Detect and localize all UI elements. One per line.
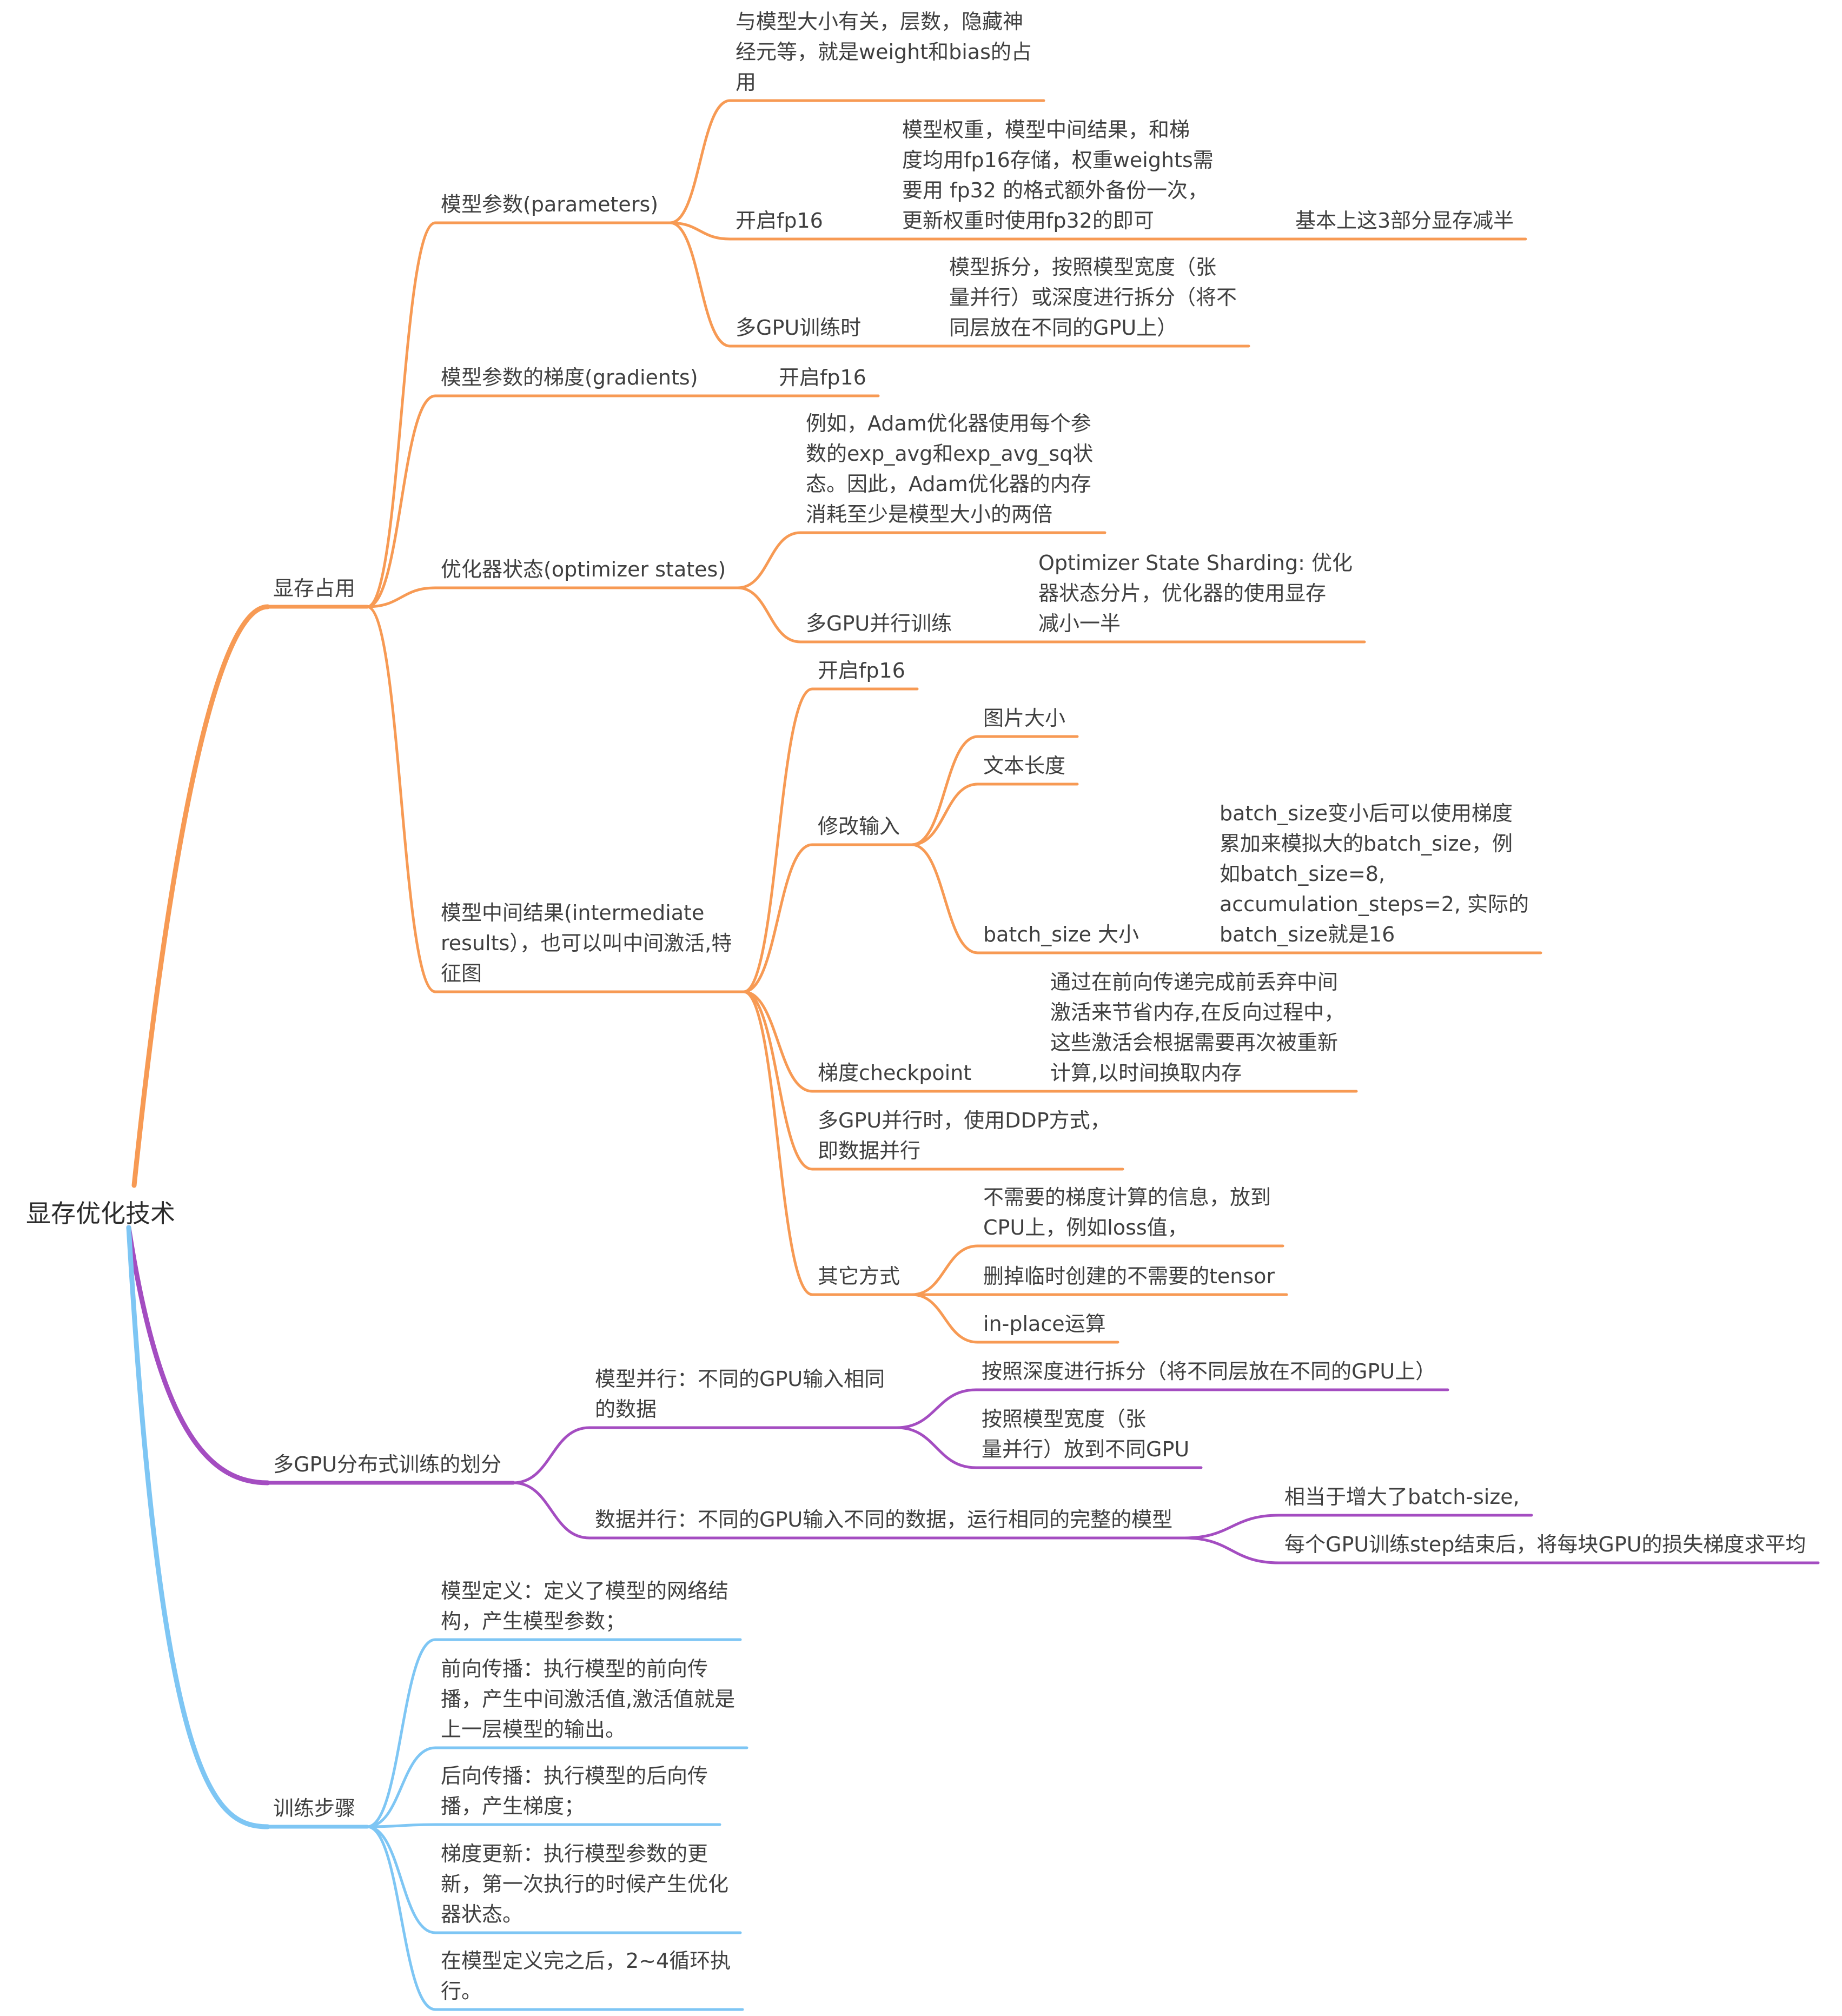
topic-parameters-fp16[interactable]: 开启fp16 <box>736 209 823 233</box>
leaf-image-size[interactable]: 图片大小 <box>983 706 1066 730</box>
root-topic[interactable]: 显存优化技术 <box>26 1199 175 1228</box>
leaf-inplace[interactable]: in-place运算 <box>983 1312 1106 1336</box>
topic-model-parallel[interactable]: 模型并行：不同的GPU输入相同 的数据 <box>595 1367 885 1421</box>
branch-connector <box>910 735 979 846</box>
step-gradient-update[interactable]: 梯度更新：执行模型参数的更 新，第一次执行的时候产生优化 器状态。 <box>441 1842 729 1926</box>
note-batch-size[interactable]: batch_size变小后可以使用梯度 累加来模拟大的batch_size，例 … <box>1220 801 1529 946</box>
note-parameters-fp16[interactable]: 模型权重，模型中间结果，和梯 度均用fp16存储，权重weights需 要用 f… <box>902 118 1214 233</box>
root-connector <box>126 1225 270 1486</box>
branch-connector <box>910 843 979 954</box>
branch-connector <box>736 531 802 589</box>
branch-connector <box>366 1823 437 1828</box>
leaf-delete-tensor[interactable]: 删掉临时创建的不需要的tensor <box>983 1264 1275 1288</box>
leaf-text-length[interactable]: 文本长度 <box>983 754 1066 778</box>
topic-batch-size[interactable]: batch_size 大小 <box>983 923 1139 946</box>
branch-connector <box>366 1825 437 1934</box>
branch-connector <box>366 605 437 993</box>
topic-gradient-checkpoint[interactable]: 梯度checkpoint <box>818 1061 972 1085</box>
topic-model-parameters[interactable]: 模型参数(parameters) <box>441 193 659 216</box>
branch-memory-usage[interactable]: 显存占用 <box>273 576 356 600</box>
branch-connector <box>742 990 814 1093</box>
root-connector <box>131 604 270 1188</box>
branch-distributed-training[interactable]: 多GPU分布式训练的划分 <box>273 1453 502 1476</box>
topic-intermediate-results[interactable]: 模型中间结果(intermediate results），也可以叫中间激活,特 … <box>441 901 732 985</box>
branch-connector <box>910 1293 979 1344</box>
topic-intermediate-fp16[interactable]: 开启fp16 <box>818 659 905 682</box>
branch-connector <box>742 990 814 1171</box>
branch-connector <box>668 221 732 348</box>
root-connector <box>126 1225 270 1829</box>
step-forward-pass[interactable]: 前向传播：执行模型的前向传 播，产生中间激活值,激活值就是 上一层模型的输出。 <box>441 1657 736 1741</box>
leaf-gradient-average[interactable]: 每个GPU训练step结束后，将每块GPU的损失梯度求平均 <box>1284 1533 1806 1556</box>
step-model-definition[interactable]: 模型定义：定义了模型的网络结 构，产生模型参数； <box>441 1579 729 1633</box>
step-loop[interactable]: 在模型定义完之后，2~4循环执 行。 <box>441 1949 731 2003</box>
branch-connector <box>910 782 979 846</box>
branch-connector <box>742 687 814 993</box>
leaf-larger-batch[interactable]: 相当于增大了batch-size, <box>1284 1485 1520 1509</box>
branch-connector <box>366 586 437 608</box>
topic-data-parallel[interactable]: 数据并行：不同的GPU输入不同的数据，运行相同的完整的模型 <box>595 1508 1173 1531</box>
branch-training-steps[interactable]: 训练步骤 <box>273 1796 356 1820</box>
branch-connector <box>366 221 437 608</box>
leaf-split-depth[interactable]: 按照深度进行拆分（将不同层放在不同的GPU上） <box>982 1360 1436 1383</box>
topic-gradients-fp16[interactable]: 开启fp16 <box>779 366 866 389</box>
branch-connector <box>512 1481 591 1540</box>
branch-connector <box>1183 1536 1281 1564</box>
topic-parameters-multigpu[interactable]: 多GPU训练时 <box>736 316 862 340</box>
note-parameters-size[interactable]: 与模型大小有关，层数，隐藏神 经元等，就是weight和bias的占 用 <box>736 10 1032 94</box>
branch-connector <box>512 1426 591 1484</box>
branch-connector <box>742 990 814 1296</box>
note-model-split[interactable]: 模型拆分，按照模型宽度（张 量并行）或深度进行拆分（将不 同层放在不同的GPU上… <box>949 255 1237 340</box>
branch-connector <box>895 1426 978 1469</box>
note-ddp[interactable]: 多GPU并行时，使用DDP方式， 即数据并行 <box>818 1109 1111 1163</box>
note-adam[interactable]: 例如，Adam优化器使用每个参 数的exp_avg和exp_avg_sq状 态。… <box>806 412 1094 526</box>
branch-connector <box>1183 1514 1281 1540</box>
note-optimizer-sharding[interactable]: Optimizer State Sharding: 优化 器状态分片，优化器的使… <box>1038 551 1353 635</box>
branch-connector <box>366 1746 437 1828</box>
branch-connector <box>366 1638 437 1828</box>
branch-connector <box>736 586 802 644</box>
leaf-split-width[interactable]: 按照模型宽度（张 量并行）放到不同GPU <box>982 1407 1190 1461</box>
note-offload-cpu[interactable]: 不需要的梯度计算的信息，放到 CPU上，例如loss值， <box>983 1185 1271 1239</box>
branch-connector <box>366 1825 437 2011</box>
note-memory-halved[interactable]: 基本上这3部分显存减半 <box>1295 209 1514 233</box>
branch-connector <box>366 394 437 608</box>
topic-other-methods[interactable]: 其它方式 <box>818 1264 900 1288</box>
branch-connector <box>910 1244 979 1296</box>
topic-optimizer-multigpu[interactable]: 多GPU并行训练 <box>806 612 952 635</box>
branch-connector <box>668 221 732 241</box>
topic-optimizer-states[interactable]: 优化器状态(optimizer states) <box>441 558 726 581</box>
branch-connector <box>668 99 732 224</box>
topic-gradients[interactable]: 模型参数的梯度(gradients) <box>441 366 698 389</box>
topic-modify-input[interactable]: 修改输入 <box>818 814 900 838</box>
note-gradient-checkpoint[interactable]: 通过在前向传递完成前丢弃中间 激活来节省内存,在反向过程中， 这些激活会根据需要… <box>1050 970 1345 1085</box>
branch-connector <box>895 1388 978 1429</box>
branch-connector <box>742 843 814 993</box>
step-backward-pass[interactable]: 后向传播：执行模型的后向传 播，产生梯度； <box>441 1764 708 1818</box>
